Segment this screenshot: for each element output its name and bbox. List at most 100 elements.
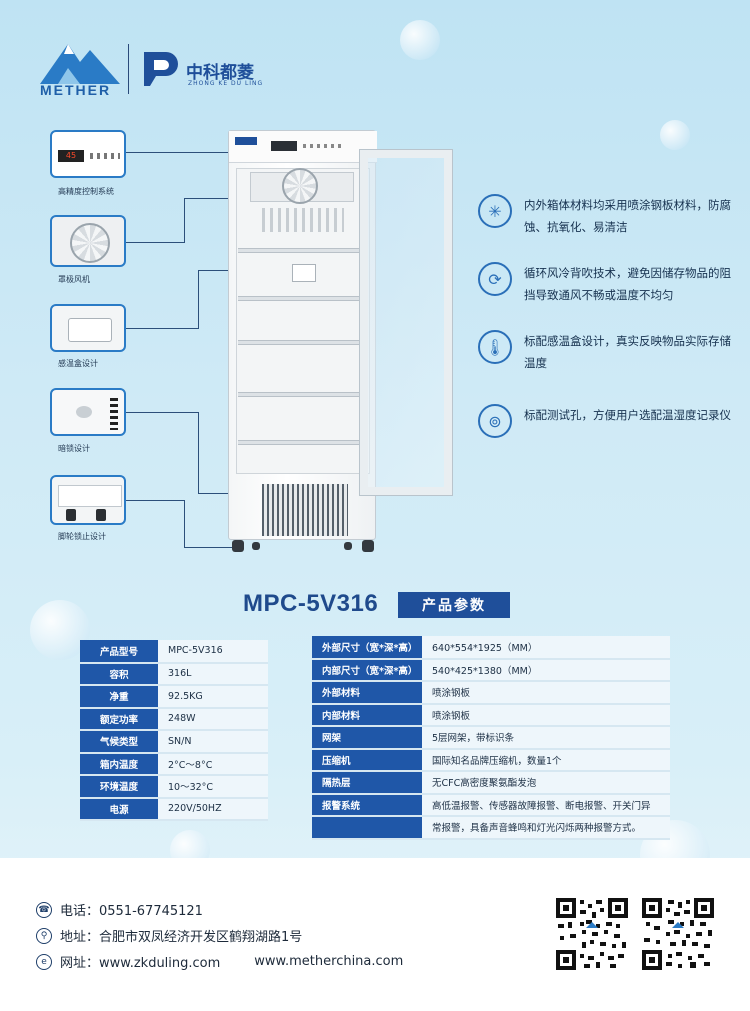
- thermometer-icon: 🌡: [478, 330, 512, 364]
- spec-key: 产品型号: [80, 640, 158, 664]
- spec-key: 气候类型: [80, 730, 158, 754]
- spec-key: 网架: [312, 726, 422, 750]
- qr-code: [642, 898, 714, 970]
- table-row: 内部尺寸（宽*深*高）540*425*1380（MM）: [312, 658, 670, 682]
- phone-icon: ☎: [36, 901, 52, 918]
- shelf: [238, 296, 368, 301]
- zkdl-brand-name: 中科都菱: [186, 63, 254, 83]
- mether-logo: [40, 40, 120, 88]
- params-badge: 产品参数: [398, 592, 510, 618]
- spec-key: 环境温度: [80, 775, 158, 799]
- shelf: [238, 440, 368, 445]
- spray-icon: ✳: [478, 194, 512, 228]
- model-title: MPC-5V316: [243, 590, 379, 617]
- connector-line: [184, 547, 240, 548]
- thumb-label: 罩极风机: [58, 275, 90, 284]
- spec-value: 92.5KG: [158, 685, 268, 709]
- thumb-lock: [50, 388, 126, 436]
- connector-line: [126, 328, 198, 329]
- shelf: [238, 248, 368, 253]
- spec-value: 常报警，具备声音蜂鸣和灯光闪烁两种报警方式。: [422, 816, 670, 840]
- contact-website: e 网址：www.zkduling.com www.metherchina.co…: [36, 952, 403, 971]
- table-row: 压缩机国际知名品牌压缩机，数量1个: [312, 748, 670, 772]
- spec-key: 净重: [80, 685, 158, 709]
- spec-value: 10～32°C: [158, 775, 268, 799]
- table-row: 隔热层无CFC高密度聚氨酯发泡: [312, 771, 670, 795]
- feature-item: 🌡 标配感温盒设计，真实反映物品实际存储温度: [478, 330, 736, 374]
- thumb-fan: [50, 215, 126, 267]
- caster-icon: [252, 542, 260, 550]
- table-row: 常报警，具备声音蜂鸣和灯光闪烁两种报警方式。: [312, 816, 670, 840]
- spec-value: MPC-5V316: [158, 640, 268, 664]
- air-vent: [262, 208, 344, 232]
- caster-icon: [344, 542, 352, 550]
- spec-key: 内部材料: [312, 703, 422, 727]
- brand-divider: [128, 44, 129, 94]
- connector-line: [126, 500, 184, 501]
- connector-line: [126, 412, 198, 413]
- feature-item: ⊚ 标配测试孔，方便用户选配温湿度记录仪: [478, 404, 736, 438]
- shelf: [238, 340, 368, 345]
- qr-code: [556, 898, 628, 970]
- caster-icon: [362, 540, 374, 552]
- sensor-box-icon: [292, 264, 316, 282]
- connector-line: [198, 270, 199, 329]
- thumb-control-system: 45: [50, 130, 126, 178]
- feature-item: ⟳ 循环风冷背吹技术，避免因储存物品的阻挡导致通风不畅或温度不均匀: [478, 262, 736, 306]
- freezer-control-panel: [229, 131, 377, 163]
- caster-icon: [96, 509, 106, 521]
- connector-line: [126, 152, 258, 153]
- spec-value: 2°C～8°C: [158, 752, 268, 776]
- spec-value: 国际知名品牌压缩机，数量1个: [422, 748, 670, 772]
- shelf: [238, 392, 368, 397]
- caster-icon: [66, 509, 76, 521]
- connector-line: [198, 493, 244, 494]
- spec-key: 额定功率: [80, 707, 158, 731]
- thumb-label: 感温盒设计: [58, 359, 98, 368]
- spec-value: SN/N: [158, 730, 268, 754]
- spec-key: 箱内温度: [80, 752, 158, 776]
- connector-line: [126, 242, 184, 243]
- thumb-label: 高精度控制系统: [58, 187, 114, 196]
- website2-text[interactable]: www.metherchina.com: [254, 954, 404, 969]
- phone-text: 电话：0551-67745121: [60, 904, 203, 919]
- zkdl-brand-sub: ZHONG KE DU LING: [188, 80, 264, 87]
- spec-value: 喷涂钢板: [422, 703, 670, 727]
- caster-icon: [232, 540, 244, 552]
- connector-line: [184, 198, 185, 243]
- web-icon: e: [36, 953, 52, 970]
- spec-value: 540*425*1380（MM）: [422, 658, 670, 682]
- connector-line: [198, 412, 199, 494]
- table-row: 内部材料喷涂钢板: [312, 703, 670, 727]
- spec-key: 内部尺寸（宽*深*高）: [312, 658, 422, 682]
- fan-icon: [282, 168, 318, 204]
- table-row: 外部材料喷涂钢板: [312, 681, 670, 705]
- thumb-caster: [50, 475, 126, 525]
- spec-value: 高低温报警、传感器故障报警、断电报警、开关门异: [422, 793, 670, 817]
- spec-key: 容积: [80, 662, 158, 686]
- spec-value: 316L: [158, 662, 268, 686]
- spec-value: 无CFC高密度聚氨酯发泡: [422, 771, 670, 795]
- feature-text: 标配测试孔，方便用户选配温湿度记录仪: [524, 408, 731, 422]
- feature-text: 标配感温盒设计，真实反映物品实际存储温度: [524, 334, 731, 370]
- spec-table-right: 外部尺寸（宽*深*高）640*554*1925（MM）内部尺寸（宽*深*高）54…: [312, 636, 670, 840]
- thumb-sensor-box: [50, 304, 126, 352]
- contact-phone: ☎ 电话：0551-67745121: [36, 900, 203, 919]
- spec-value: 5层网架，带标识条: [422, 726, 670, 750]
- feature-text: 循环风冷背吹技术，避免因储存物品的阻挡导致通风不畅或温度不均匀: [524, 266, 731, 302]
- decor-bubble: [400, 20, 440, 60]
- feature-text: 内外箱体材料均采用喷涂钢板材料，防腐蚀、抗氧化、易清洁: [524, 198, 731, 234]
- decor-bubble: [660, 120, 690, 150]
- spec-key: 电源: [80, 797, 158, 821]
- sensor-box-icon: [68, 318, 112, 342]
- website-text[interactable]: 网址：www.zkduling.com: [60, 956, 221, 971]
- circulation-icon: ⟳: [478, 262, 512, 296]
